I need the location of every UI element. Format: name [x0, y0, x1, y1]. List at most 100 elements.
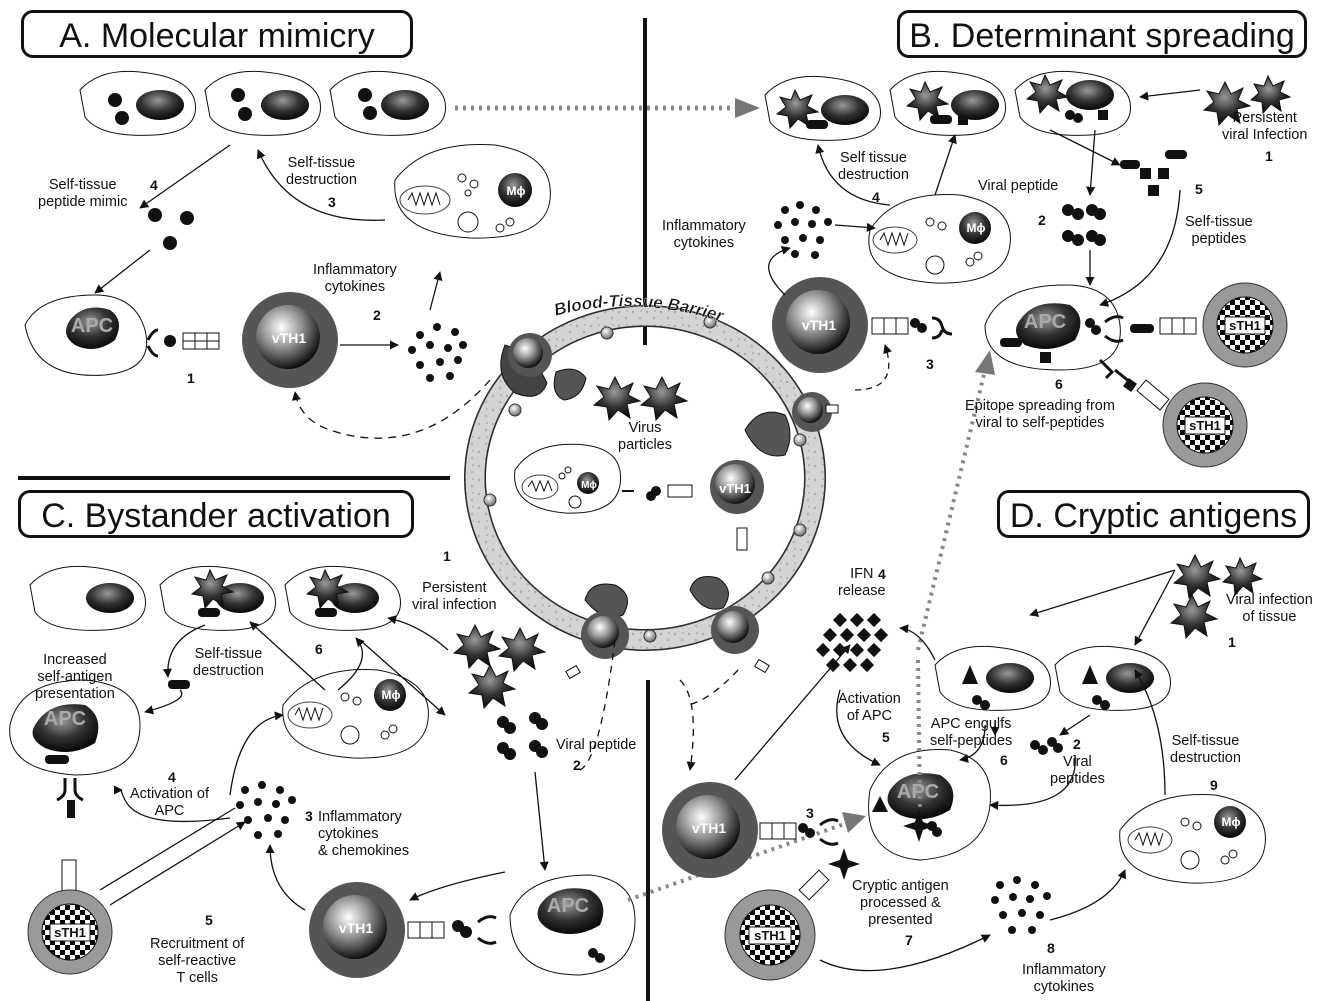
- macrophage: [282, 668, 429, 759]
- a-step-4: 4: [150, 177, 158, 193]
- c-destruction-label: Self-tissue destruction: [193, 646, 264, 679]
- b-self-peptides-label: Self-tissue peptides: [1185, 214, 1253, 247]
- apc-label: APC: [71, 315, 113, 337]
- ifn-diamonds: [815, 612, 889, 673]
- tissue-cell: [79, 70, 196, 136]
- d-step-3: 3: [806, 805, 814, 821]
- a-step-1: 1: [187, 370, 195, 386]
- tissue-cell: [1054, 645, 1171, 711]
- sth1-label: sTH1: [1229, 318, 1261, 333]
- b-step-2: 2: [1038, 212, 1046, 228]
- c-increased-label: Increased self-antigen presentation: [35, 652, 115, 702]
- b-viral-peptide-label: Viral peptide: [978, 178, 1059, 194]
- b-destruction-label: Self tissue destruction: [838, 150, 909, 183]
- b-persistent-label: Persistent viral Infection: [1222, 110, 1308, 143]
- tissue-cell: [204, 70, 321, 136]
- virus-particle-icon: [1169, 553, 1264, 640]
- panel-d-diagram: APC vTH1 sTH1: [662, 553, 1266, 981]
- virus-particles-label: Virus particles: [618, 420, 672, 453]
- c-cytokines-label: Inflammatory cytokines & chemokines: [318, 809, 410, 859]
- macrophage-label: Mϕ: [581, 480, 597, 491]
- t-cell-transmigrating: [744, 392, 839, 457]
- t-cell-transmigrating: [689, 576, 770, 674]
- sth1-cell: [1202, 282, 1288, 368]
- apc-label: APC: [547, 895, 589, 917]
- apc-label: APC: [1024, 311, 1066, 333]
- a-cytokines-label: Inflammatory cytokines: [313, 262, 397, 295]
- b-spreading-label: Epitope spreading from viral to self-pep…: [965, 398, 1115, 431]
- d-activation-label: Activation of APC: [838, 691, 901, 724]
- cytokine-dots: [991, 876, 1051, 934]
- d-cryptic-label: Cryptic antigen processed & presented: [852, 878, 949, 928]
- t-cell-transmigrating: [565, 583, 629, 680]
- d-step-5: 5: [882, 729, 890, 745]
- panel-c-diagram: APC sTH1 Mϕ vTH: [9, 565, 866, 978]
- tissue-cell: [284, 565, 401, 631]
- virus-particle-icon: [452, 623, 547, 710]
- panel-a-diagram: APC vTH1 Mϕ: [24, 70, 760, 439]
- d-engulfs-label: APC engulfs self-peptides: [930, 716, 1013, 749]
- panel-b-title: B. Determinant spreading: [897, 10, 1307, 58]
- c-step-3: 3: [305, 808, 313, 824]
- vth1-label: vTH1: [802, 317, 836, 333]
- d-step-6: 6: [1000, 752, 1008, 768]
- sth1-cell: [724, 848, 860, 981]
- c-step-2: 2: [573, 757, 581, 773]
- apc-cell: [9, 679, 141, 818]
- virus-particle-icon: [592, 375, 689, 422]
- a-step-3: 3: [328, 194, 336, 210]
- apc-cell: [24, 294, 220, 376]
- macrophage-label: Mϕ: [1222, 815, 1241, 829]
- tissue-cell: [889, 70, 1006, 136]
- apc-cell: [868, 749, 991, 861]
- panel-a-title: A. Molecular mimicry: [21, 10, 413, 58]
- vth1-cell-center: [622, 460, 764, 551]
- macrophage: [394, 143, 551, 239]
- cytokine-dots: [408, 323, 467, 382]
- c-persistent-label: Persistent viral infection: [412, 580, 497, 613]
- apc-label: APC: [897, 781, 939, 803]
- b-step-1: 1: [1265, 148, 1273, 164]
- d-step-9: 9: [1210, 777, 1218, 793]
- cytokine-dots: [774, 201, 832, 259]
- sth1-cell: [1162, 382, 1248, 468]
- tissue-cell: [329, 70, 446, 136]
- apc-label: APC: [44, 708, 86, 730]
- d-step-8: 8: [1047, 940, 1055, 956]
- c-viral-peptide-label: Viral peptide: [556, 737, 637, 753]
- blood-tissue-barrier: Blood-Tissue Barrier: [464, 291, 839, 680]
- b-step-5: 5: [1195, 181, 1203, 197]
- c-recruitment-label: Recruitment of self-reactive T cells: [150, 936, 245, 986]
- b-step-6: 6: [1055, 376, 1063, 392]
- macrophage-label: Mϕ: [382, 688, 401, 702]
- t-cell-transmigrating: [500, 333, 587, 401]
- vth1-label: vTH1: [272, 330, 306, 346]
- d-step-7: 7: [905, 932, 913, 948]
- macrophage: [1119, 793, 1266, 884]
- vth1-cell: [772, 277, 953, 373]
- c-activation-label: Activation of APC: [130, 786, 209, 819]
- c-step-1: 1: [443, 548, 451, 564]
- apc-cell: [509, 874, 636, 976]
- d-destruction-label: Self-tissue destruction: [1170, 733, 1241, 766]
- tissue-cell: [934, 645, 1051, 711]
- panel-c-title: C. Bystander activation: [18, 490, 414, 538]
- panel-d-title: D. Cryptic antigens: [997, 490, 1310, 538]
- c-step-4: 4: [168, 769, 176, 785]
- sth1-cell: [27, 859, 113, 975]
- tissue-cell: [159, 565, 276, 631]
- panel-b-diagram: Mϕ vTH1 APC sTH1: [764, 70, 1292, 651]
- c-step-5: 5: [205, 912, 213, 928]
- b-step-4: 4: [872, 189, 880, 205]
- vth1-cell: [309, 882, 497, 978]
- d-viral-peptides-label: Viral peptides: [1050, 754, 1105, 787]
- d-step-4: 4: [878, 566, 886, 582]
- macrophage-center: [514, 443, 622, 514]
- vth1-label: vTH1: [719, 481, 751, 496]
- a-step-2: 2: [373, 307, 381, 323]
- sth1-label: sTH1: [754, 928, 786, 943]
- vth1-label: vTH1: [692, 820, 726, 836]
- a-mimic-label: Self-tissue peptide mimic: [38, 177, 128, 210]
- d-step-2: 2: [1073, 736, 1081, 752]
